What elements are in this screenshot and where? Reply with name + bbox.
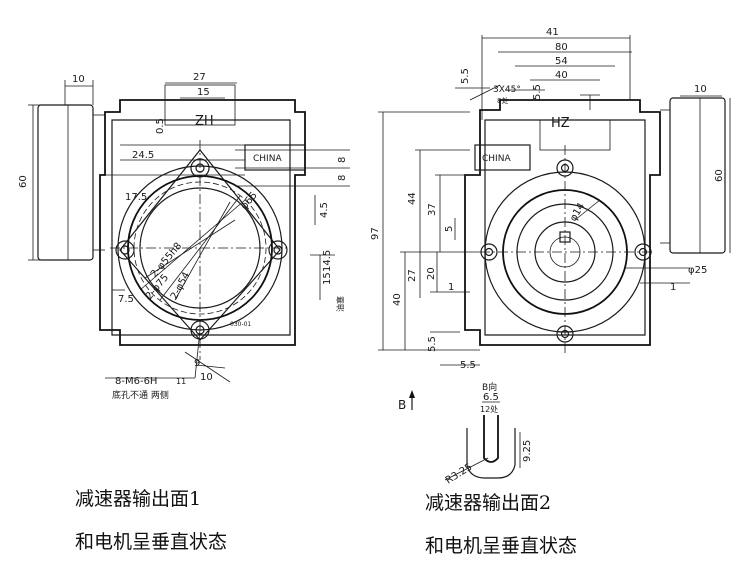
dim-v2-54: 54	[555, 56, 568, 67]
dim-v1-7.5: 7.5	[118, 294, 134, 305]
part-code: 030-01	[230, 321, 251, 328]
b-arrow-icon	[409, 390, 415, 398]
dim-v2-60: 60	[714, 169, 725, 182]
dim-v1-60: 60	[18, 175, 29, 188]
slot-count: 12处	[480, 404, 498, 414]
dim-v2-5.5b: 5.5	[532, 84, 543, 100]
dim-v1-9: 9	[194, 358, 200, 369]
dim-phi54: 2-φ54	[169, 270, 192, 301]
side-mark: 油塞	[335, 296, 345, 312]
caption-face1-line2: 和电机呈垂直状态	[75, 531, 227, 553]
dim-v1-10: 10	[72, 74, 85, 85]
view1-bolt-hole-left	[115, 240, 135, 260]
dim-v2-1: 1	[448, 282, 454, 293]
view2-motor-flange	[669, 97, 726, 254]
dim-v2-20: 20	[426, 267, 437, 280]
dim-v1-0.5: 0.5	[155, 118, 166, 134]
dim-v1-17.5: 17.5	[125, 192, 147, 203]
view1-housing	[99, 99, 306, 346]
dim-v2-1b: 1	[670, 282, 676, 293]
thread-spec: 8-M6-6H	[115, 376, 157, 387]
caption-face2-line2: 和电机呈垂直状态	[425, 535, 577, 557]
dim-v1-8a: 8	[337, 157, 348, 163]
view1-nameplate	[244, 144, 306, 171]
dim-v2-5.5c: 5.5	[427, 336, 438, 352]
view2-drawing: 41 80 54 40 5.5 5.5 3X45° 8处 HZ CHINA 10…	[370, 27, 731, 487]
slot-width: 6.5	[483, 392, 499, 403]
dim-phi55: 2-φ55h8	[149, 241, 184, 280]
dim-v2-10: 10	[694, 84, 707, 95]
dim-v1-15: 15	[197, 87, 210, 98]
slot-profile	[483, 415, 499, 463]
zh-label: ZH	[195, 114, 214, 129]
dim-phi65: φ65	[239, 190, 260, 212]
dim-v1-24.5: 24.5	[132, 150, 154, 161]
dim-v1-14.5: 14.5	[322, 250, 333, 272]
dim-v2-5.5a: 5.5	[460, 68, 471, 84]
slot-depth: 9.25	[522, 440, 533, 462]
hz-label: HZ	[551, 116, 570, 131]
view2-brand: CHINA	[482, 154, 511, 164]
caption-face2-line1: 减速器输出面2	[425, 492, 551, 514]
view2-housing	[464, 99, 661, 346]
view1-brand: CHINA	[253, 154, 282, 164]
chamfer-label: 3X45°	[493, 85, 521, 95]
view2-nameplate	[474, 144, 531, 171]
dim-v1-15b: 15	[322, 272, 333, 285]
dim-v2-5.5d: 5.5	[460, 360, 476, 371]
dim-v2-5: 5	[444, 226, 455, 232]
dim-phi25: φ25	[688, 265, 707, 276]
view1-bolt-hole-right	[268, 240, 288, 260]
dim-v1-4.5: 4.5	[319, 202, 330, 218]
dim-v2-27: 27	[407, 269, 418, 282]
dim-v2-40: 40	[555, 70, 568, 81]
dim-v1-27: 27	[193, 72, 206, 83]
dim-v2-41: 41	[546, 27, 559, 38]
chamfer-count: 8处	[497, 96, 508, 105]
view1-motor-flange	[37, 104, 94, 261]
dim-v2-44: 44	[407, 192, 418, 205]
dim-v1-8b: 8	[337, 175, 348, 181]
thread-note: 底孔不通 两侧	[112, 389, 169, 401]
dim-v2-37: 37	[427, 203, 438, 216]
thread-depth: 11	[176, 377, 186, 386]
dim-v1-10b: 10	[200, 372, 213, 383]
dim-v2-40b: 40	[392, 293, 403, 306]
slot-radius: R3.25	[444, 462, 475, 487]
view1-drawing: 10 60 27 15 ZH 0.5 24.5 CHINA 8 8 17.5 4…	[18, 72, 350, 401]
dim-v2-97: 97	[370, 227, 381, 240]
b-dir-label: B向	[482, 381, 497, 393]
dim-v2-80: 80	[555, 42, 568, 53]
b-view-label: B	[398, 398, 406, 412]
caption-face1-line1: 减速器输出面1	[75, 488, 201, 510]
